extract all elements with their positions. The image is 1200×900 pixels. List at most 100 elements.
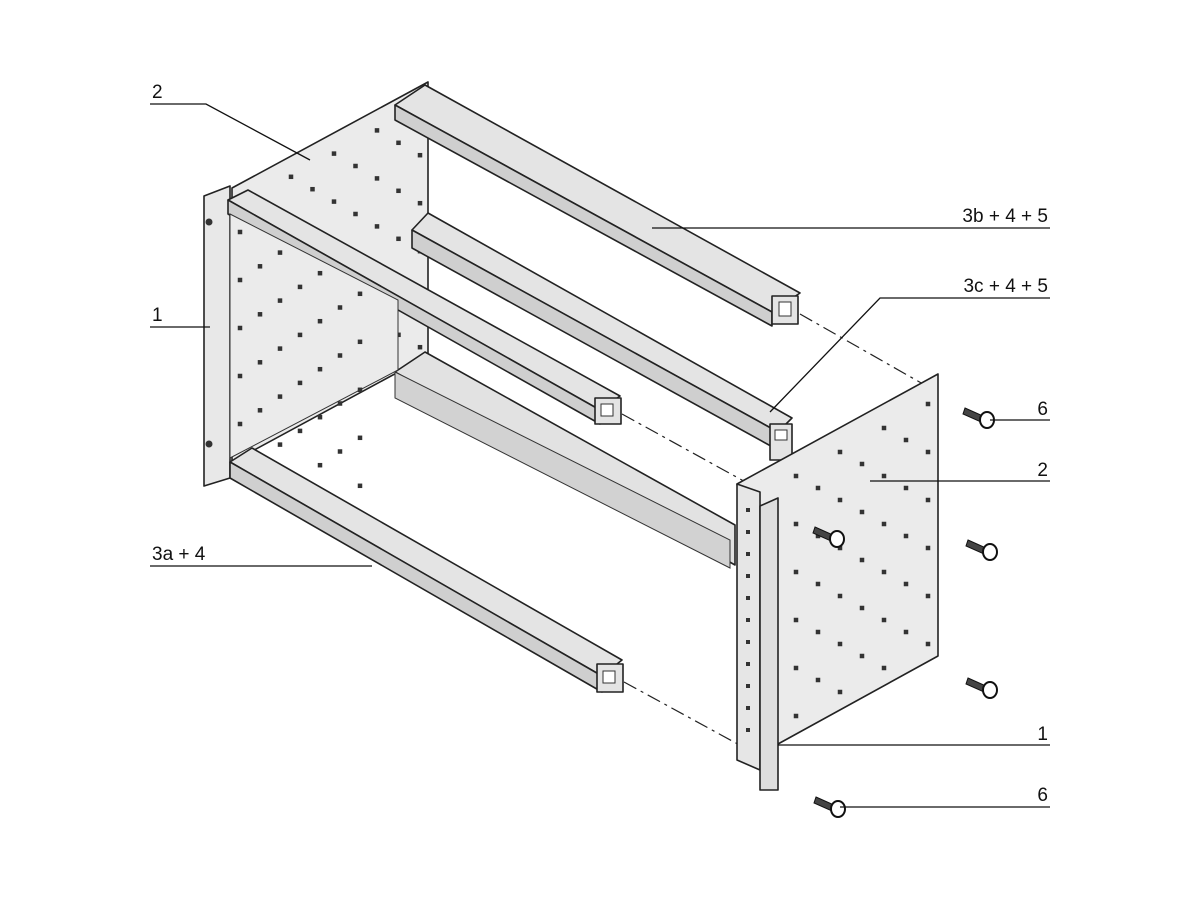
- rail-3a-face: [229, 461, 603, 693]
- panel-hole: [317, 270, 323, 276]
- panel-hole: [277, 442, 283, 447]
- panel-hole: [925, 449, 931, 455]
- panel-hole: [903, 485, 909, 491]
- assembly-line-3b: [799, 313, 931, 389]
- leader-rail-middle: [769, 297, 1050, 413]
- panel-hole: [815, 533, 821, 539]
- panel-hole: [859, 605, 865, 611]
- panel-hole: [331, 151, 337, 156]
- panel-hole: [815, 485, 821, 491]
- flange-hole: [746, 618, 750, 622]
- panel-hole: [903, 629, 909, 635]
- panel-hole: [881, 521, 887, 527]
- panel-hole: [793, 473, 799, 479]
- panel-hole: [277, 250, 283, 255]
- front-flange-right-strip: [759, 497, 779, 791]
- panel-hole: [353, 163, 358, 169]
- panel-hole: [277, 298, 283, 303]
- flange-hole: [746, 552, 750, 556]
- panel-hole: [237, 325, 243, 331]
- label-screw-bottom: 6: [1037, 785, 1048, 806]
- panel-hole: [357, 339, 363, 345]
- panel-hole: [881, 569, 887, 575]
- flange-hole: [746, 706, 750, 710]
- panel-hole: [374, 128, 380, 133]
- panel-hole: [859, 557, 865, 563]
- rail-3a: [229, 447, 624, 693]
- rail-3b-top: [394, 84, 801, 313]
- panel-hole: [925, 593, 931, 599]
- flange-left-hole-bottom: [205, 440, 213, 448]
- rail-3b-end-groove: [778, 301, 792, 317]
- panel-hole: [297, 380, 303, 386]
- panel-hole: [903, 437, 909, 443]
- panel-hole: [257, 264, 263, 269]
- panel-hole: [837, 593, 843, 599]
- panel-hole: [357, 387, 363, 393]
- screw-icon: [813, 796, 846, 818]
- panel-hole: [357, 435, 363, 441]
- panel-hole: [793, 713, 799, 719]
- callout-labels: 2 1 3b + 4 + 5 3c + 4 + 5 3a + 4 6 2 1 6: [152, 82, 1048, 806]
- panel-hole: [337, 305, 343, 310]
- panel-hole: [297, 284, 303, 290]
- flange-hole: [746, 662, 750, 666]
- panel-hole: [257, 312, 263, 317]
- label-screw-top: 6: [1037, 399, 1048, 420]
- label-front-flange-right: 1: [1037, 724, 1048, 745]
- panel-hole: [317, 318, 323, 324]
- panel-hole: [837, 497, 843, 503]
- screw-icon: [965, 677, 998, 699]
- panel-hole: [815, 677, 821, 683]
- panel-hole: [881, 665, 887, 671]
- panel-hole: [317, 366, 323, 372]
- screw-icon: [962, 407, 995, 429]
- panel-hole: [837, 641, 843, 647]
- panel-hole: [374, 176, 380, 181]
- label-side-panel-front: 2: [1037, 460, 1048, 481]
- panel-hole: [859, 653, 865, 659]
- panel-hole: [903, 581, 909, 587]
- panel-hole: [837, 545, 843, 551]
- panel-hole: [277, 394, 283, 399]
- panel-hole: [859, 461, 865, 467]
- flange-hole: [746, 728, 750, 732]
- panel-hole: [837, 449, 843, 455]
- panel-hole: [374, 224, 380, 229]
- front-panel-left-body: [229, 213, 399, 459]
- leader-side-panel-rear: [150, 103, 311, 161]
- panel-hole: [417, 152, 423, 158]
- panel-hole: [793, 617, 799, 623]
- panel-hole: [357, 291, 363, 297]
- panel-hole: [317, 462, 323, 468]
- panel-hole: [310, 186, 315, 192]
- panel-hole: [357, 483, 363, 489]
- panel-hole: [793, 521, 799, 527]
- panel-hole: [396, 140, 401, 146]
- panel-hole: [925, 401, 931, 407]
- rail-3c-end: [769, 423, 793, 461]
- screws: [812, 407, 998, 818]
- panel-hole: [237, 277, 243, 283]
- front-flange-right-outer: [736, 483, 761, 771]
- panel-hole: [277, 346, 283, 351]
- panel-hole: [297, 428, 303, 434]
- panel-hole: [337, 353, 343, 358]
- label-side-panel-rear: 2: [152, 82, 163, 103]
- label-rail-top: 3b + 4 + 5: [962, 206, 1048, 227]
- panel-hole: [925, 497, 931, 503]
- front-panel-left-holes: [237, 229, 363, 489]
- flange-left-hole-top: [205, 218, 213, 226]
- panel-hole: [317, 414, 323, 420]
- rail-front-upper: [227, 189, 622, 425]
- panel-hole: [903, 533, 909, 539]
- panel-hole: [417, 200, 423, 206]
- panel-hole: [288, 174, 294, 180]
- rail-3b: [394, 84, 801, 327]
- assembly-lines: [621, 313, 931, 749]
- bottom-bar-face: [394, 371, 731, 569]
- panel-hole: [925, 641, 931, 647]
- panel-hole: [793, 569, 799, 575]
- flange-hole: [746, 574, 750, 578]
